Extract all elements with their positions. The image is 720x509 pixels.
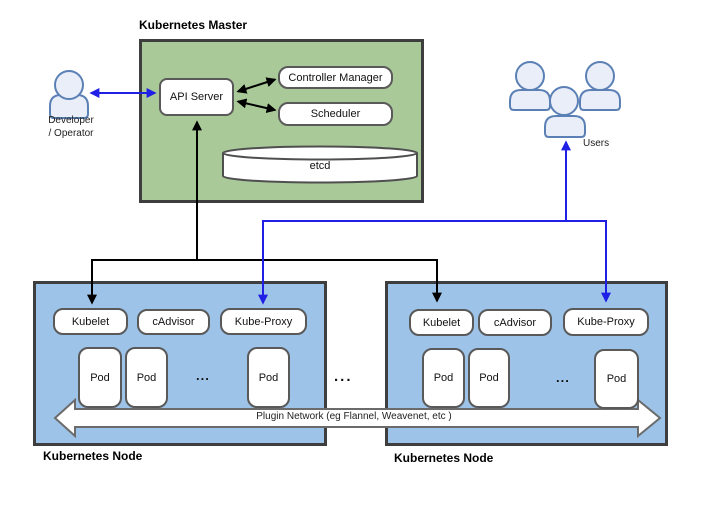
developer-caption-line2: / Operator: [48, 128, 94, 139]
node-right-pod-ellipsis: ...: [556, 370, 570, 385]
developer-icon: [49, 70, 89, 119]
node-right-pod-box: Pod: [594, 349, 639, 409]
api-server-box: API Server: [159, 78, 234, 116]
developer-caption: Developer / Operator: [39, 114, 103, 140]
controller-manager-box: Controller Manager: [278, 66, 393, 89]
node-left-title: Kubernetes Node: [43, 449, 143, 463]
node-left-kube-proxy-box: Kube-Proxy: [220, 308, 307, 335]
node-left-pod-box: Pod: [78, 347, 122, 408]
plugin-network-label: Plugin Network (eg Flannel, Weavenet, et…: [256, 411, 452, 422]
node-right-title: Kubernetes Node: [394, 451, 494, 465]
node-left-pod-ellipsis: ...: [196, 368, 210, 383]
node-left-pod-box: Pod: [125, 347, 168, 408]
etcd-label: etcd: [309, 160, 331, 172]
node-left-cadvisor-box: cAdvisor: [137, 309, 210, 335]
node-right-cadvisor-box: cAdvisor: [478, 309, 552, 336]
users-icon: [509, 61, 621, 138]
between-nodes-ellipsis: ...: [334, 368, 353, 385]
master-title: Kubernetes Master: [139, 18, 248, 32]
node-left-kubelet-box: Kubelet: [53, 308, 128, 335]
node-right-pod-box: Pod: [422, 348, 465, 408]
node-right-kube-proxy-box: Kube-Proxy: [563, 308, 649, 336]
node-right-pod-box: Pod: [468, 348, 510, 408]
node-left-pod-box: Pod: [247, 347, 290, 408]
users-caption: Users: [583, 138, 610, 149]
developer-caption-line1: Developer: [48, 115, 94, 126]
scheduler-box: Scheduler: [278, 102, 393, 126]
node-right-kubelet-box: Kubelet: [409, 309, 474, 336]
